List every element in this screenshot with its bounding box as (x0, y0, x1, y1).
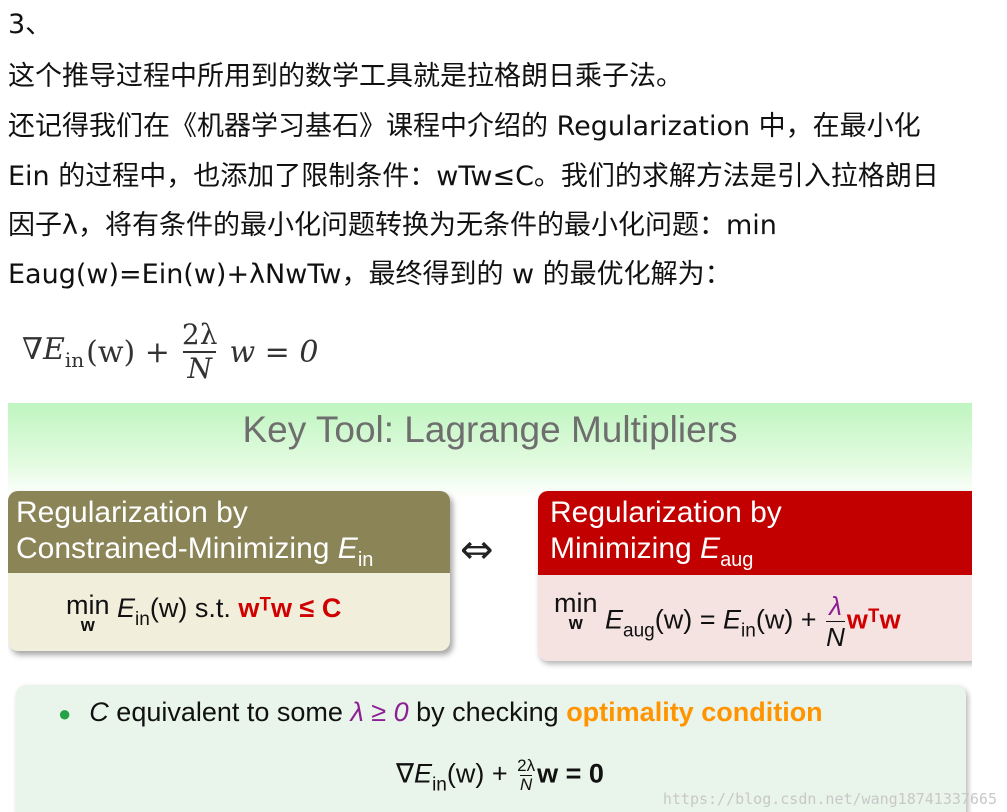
paragraph-line: Ein 的过程中，也添加了限制条件：wTw≤C。我们的求解方法是引入拉格朗日 (8, 161, 939, 192)
slide-title: Key Tool: Lagrange Multipliers (242, 409, 738, 450)
eq-nabla: ∇E (396, 758, 433, 789)
expr-e: E (117, 593, 136, 623)
bullet-c: C (89, 697, 109, 727)
section-number: 3、 (8, 9, 53, 40)
eq-den: N (519, 775, 533, 794)
frac-num: λ (829, 591, 842, 621)
bullet-lambda: λ ≥ 0 (350, 697, 409, 727)
regularizer: wᵀw (846, 604, 901, 635)
paragraph-line: 这个推导过程中所用到的数学工具就是拉格朗日乘子法。 (8, 61, 683, 92)
header-sub: in (357, 549, 374, 571)
paragraph-line: 还记得我们在《机器学习基石》课程中介绍的 Regularization 中，在最… (8, 111, 921, 142)
expr-rest: (w) s.t. (149, 593, 231, 623)
expr-e2: E (723, 604, 742, 635)
optimality-box: ●C equivalent to some λ ≥ 0 by checking … (16, 685, 966, 812)
lecture-slide: Key Tool: Lagrange Multipliers Regulariz… (8, 403, 972, 812)
frac-den: N (826, 621, 845, 652)
formula-fraction: 2λ N (178, 319, 222, 385)
min-label: min (66, 590, 110, 620)
header-line: Constrained-Minimizing (16, 532, 330, 565)
min-label: min (554, 588, 598, 618)
eq-tail: w = 0 (537, 758, 604, 789)
eq-mid: (w) + (446, 758, 516, 789)
bullet-text: equivalent to some (108, 697, 351, 727)
header-e: E (700, 532, 721, 565)
constrained-box: Regularization by Constrained-Minimizing… (8, 491, 450, 651)
bullet-line: ●C equivalent to some λ ≥ 0 by checking … (58, 697, 823, 728)
formula-paren: (w) + (86, 334, 170, 370)
bullet-text: by checking (408, 697, 567, 727)
header-sub: aug (720, 549, 754, 571)
expr-mid: (w) = (654, 604, 724, 635)
expr-plus: (w) + (755, 604, 825, 635)
formula-rhs: w = 0 (229, 334, 319, 370)
expr-sub2: in (741, 620, 756, 642)
constrained-box-header: Regularization by Constrained-Minimizing… (8, 491, 450, 573)
optimality-highlight: optimality condition (566, 697, 823, 727)
eq-num: 2λ (517, 756, 536, 775)
formula-den: N (187, 352, 212, 385)
bullet-icon: ● (58, 701, 72, 726)
augmented-box-header: Regularization by Minimizing Eaug (538, 491, 972, 575)
iff-arrow-icon: ⇔ (460, 527, 494, 573)
header-line: Regularization by (16, 496, 248, 529)
paragraph-line: 因子λ，将有条件的最小化问题转换为无条件的最小化问题：min (8, 210, 777, 241)
header-line: Minimizing (550, 532, 692, 565)
constraint: wᵀw ≤ C (238, 593, 342, 623)
min-under: w (80, 615, 95, 635)
min-under: w (568, 613, 583, 633)
expr-sub: in (135, 609, 150, 630)
formula-num: 2λ (181, 318, 218, 351)
formula-sub: in (64, 348, 85, 372)
formula-nabla-e: ∇E (22, 332, 65, 367)
expr-sub: aug (623, 620, 655, 642)
optimality-formula: ∇Ein (w) + 2λ N w = 0 (22, 312, 318, 392)
expr-e: E (605, 604, 624, 635)
header-e: E (337, 532, 358, 565)
eq-sub: in (432, 774, 447, 796)
paragraph-line: Eaug(w)=Ein(w)+λNwTw，最终得到的 w 的最优化解为： (8, 259, 732, 290)
watermark: https://blog.csdn.net/wang18741337665 (662, 790, 997, 808)
header-line: Regularization by (550, 496, 782, 529)
